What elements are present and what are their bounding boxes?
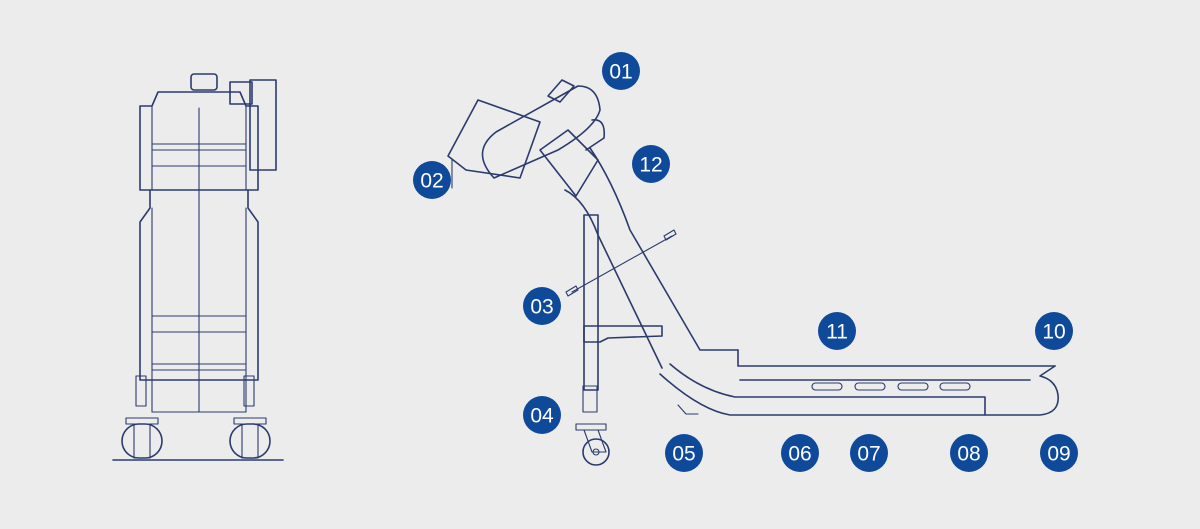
front-caster-plate-right [233, 417, 267, 425]
front-motor-side [249, 79, 277, 171]
caster-wheel [582, 438, 610, 466]
tie-rod-end-bottom [565, 285, 579, 297]
svg-text:05: 05 [672, 443, 695, 466]
callout-07: 07 [850, 434, 888, 472]
support-post [583, 214, 599, 391]
tank-foot [677, 404, 699, 415]
svg-text:07: 07 [857, 443, 880, 466]
callout-11: 11 [818, 312, 856, 350]
callout-08: 08 [950, 434, 988, 472]
front-motor-block [229, 81, 253, 105]
svg-text:06: 06 [788, 443, 811, 466]
svg-text:10: 10 [1042, 321, 1065, 344]
caster-plate [575, 423, 607, 431]
callouts: 01 02 03 04 05 06 07 08 [413, 52, 1078, 472]
hood-side-panel [539, 129, 599, 197]
front-caster-fork-right [241, 423, 259, 459]
svg-text:08: 08 [957, 443, 980, 466]
svg-text:04: 04 [530, 405, 554, 428]
front-view [112, 73, 284, 461]
svg-text:02: 02 [420, 170, 443, 193]
callout-09: 09 [1040, 434, 1078, 472]
tie-rod [571, 235, 673, 293]
front-caster-plate-left [125, 417, 159, 425]
caster-hub [592, 448, 600, 456]
callout-06: 06 [781, 434, 819, 472]
callout-10: 10 [1035, 312, 1073, 350]
drive-motor [547, 79, 575, 103]
svg-text:11: 11 [826, 321, 848, 344]
front-leg-left [135, 375, 147, 407]
callout-05: 05 [665, 434, 703, 472]
discharge-hood [481, 85, 601, 179]
front-motor-cap [190, 73, 218, 91]
drain-slot-4 [939, 382, 971, 391]
front-caster-fork-left [133, 423, 151, 459]
svg-text:12: 12 [639, 154, 662, 177]
callout-01: 01 [602, 52, 640, 90]
drain-slot-2 [854, 382, 886, 391]
discharge-chute [447, 99, 541, 179]
hood-rear [585, 119, 606, 151]
tail-end [984, 365, 1059, 416]
incline-frame-outer [589, 147, 739, 351]
tie-rod-end-top [663, 229, 677, 241]
svg-text:09: 09 [1047, 443, 1070, 466]
drain-slot-3 [897, 382, 929, 391]
svg-text:03: 03 [530, 296, 553, 319]
drain-slot-1 [811, 382, 843, 391]
front-caster-wheel-right [229, 423, 271, 459]
horizontal-frame-top [737, 349, 1056, 367]
svg-text:01: 01 [609, 61, 632, 84]
support-bracket [583, 325, 663, 343]
caster-adjuster [582, 385, 598, 413]
callout-03: 03 [523, 287, 561, 325]
front-caster-wheel-left [121, 423, 163, 459]
incline-frame-inner [564, 189, 663, 369]
callout-04: 04 [523, 396, 561, 434]
front-leg-right [243, 375, 255, 407]
side-view [447, 79, 1059, 466]
callout-02: 02 [413, 161, 451, 199]
callout-12: 12 [632, 145, 670, 183]
caster-fork [583, 429, 607, 453]
